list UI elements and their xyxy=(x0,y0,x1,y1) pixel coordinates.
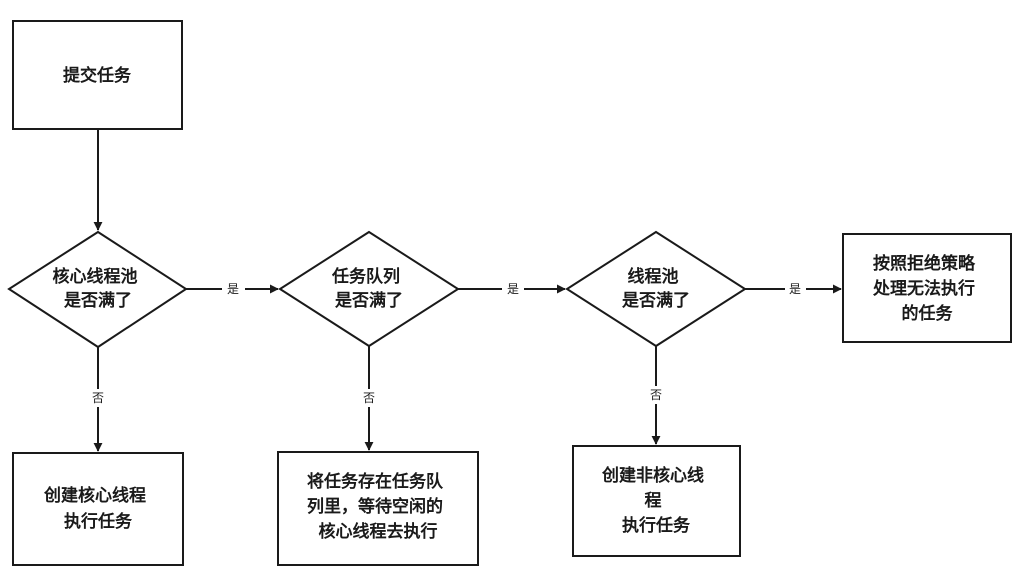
pool-full-line-2: 是否满了 xyxy=(622,290,690,311)
submit-task-box xyxy=(12,20,183,130)
enqueue-task-line-2: 列里，等待空闲的 xyxy=(307,496,443,517)
core-pool-full-line-2: 是否满了 xyxy=(64,290,132,311)
submit-task-text: 提交任务 xyxy=(63,65,132,86)
enqueue-task-text: 将任务存在任务队 列里，等待空闲的 核心线程去执行 xyxy=(307,471,449,542)
queue-full-line-2: 是否满了 xyxy=(335,290,403,311)
edge-label-yes-pool: 是 xyxy=(789,282,801,296)
create-noncore-thread-line-2: 程 xyxy=(645,491,662,511)
create-core-thread-text: 创建核心线程 执行任务 xyxy=(43,485,152,532)
create-noncore-thread-text: 创建非核心线 程 执行任务 xyxy=(601,465,710,536)
reject-policy-line-3: 的任务 xyxy=(902,303,954,324)
reject-policy-line-2: 处理无法执行 xyxy=(872,278,975,299)
reject-policy-text: 按照拒绝策略 处理无法执行 的任务 xyxy=(872,253,981,324)
core-pool-full-decision xyxy=(7,230,188,349)
enqueue-task-line-1: 将任务存在任务队 xyxy=(307,471,444,492)
edge-label-yes-core: 是 xyxy=(227,282,239,296)
create-core-thread-line-1: 创建核心线程 xyxy=(43,485,146,506)
edge-label-no-queue: 否 xyxy=(363,391,375,405)
edge-label-no-pool: 否 xyxy=(650,388,662,402)
edge-label-no-core: 否 xyxy=(92,391,104,405)
reject-policy-line-1: 按照拒绝策略 xyxy=(873,253,976,274)
queue-full-text: 任务队列 是否满了 xyxy=(331,266,406,311)
queue-full-line-1: 任务队列 xyxy=(331,266,400,287)
edge-label-yes-queue: 是 xyxy=(507,282,519,296)
core-pool-full-text: 核心线程池 是否满了 xyxy=(53,266,144,311)
create-noncore-thread-box xyxy=(572,445,741,557)
reject-policy-box xyxy=(842,233,1012,343)
create-noncore-thread-line-1: 创建非核心线 xyxy=(601,465,704,486)
enqueue-task-box xyxy=(277,451,479,566)
create-core-thread-line-2: 执行任务 xyxy=(64,511,133,532)
pool-full-decision xyxy=(565,230,747,348)
create-core-thread-box xyxy=(12,452,184,566)
enqueue-task-line-3: 核心线程去执行 xyxy=(319,521,438,542)
submit-task-line: 提交任务 xyxy=(63,65,132,86)
pool-full-line-1: 线程池 xyxy=(628,266,679,287)
core-pool-full-line-1: 核心线程池 xyxy=(53,266,138,287)
pool-full-text: 线程池 是否满了 xyxy=(622,266,690,311)
queue-full-decision xyxy=(278,230,460,348)
create-noncore-thread-line-3: 执行任务 xyxy=(622,515,691,536)
